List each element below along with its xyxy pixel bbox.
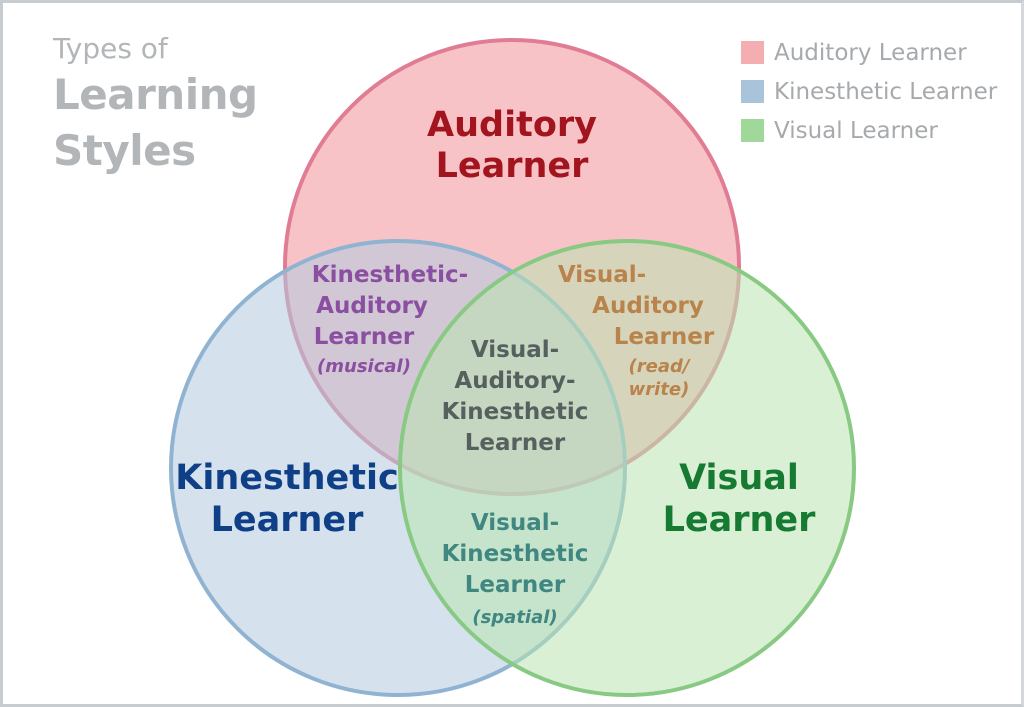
venn-diagram: Auditory Learner Kinesthetic Learner Vis… — [169, 38, 856, 697]
title-line-2: Learning — [53, 70, 258, 119]
label-vis-aud-note-1: (read/ — [629, 356, 691, 377]
label-kinesthetic-1: Kinesthetic — [175, 458, 398, 498]
label-kin-aud-note: (musical) — [317, 356, 411, 377]
label-vak-2: Auditory- — [454, 368, 575, 394]
label-kin-aud-1: Kinesthetic- — [312, 262, 468, 288]
label-vak-4: Learner — [465, 430, 566, 456]
label-vak-3: Kinesthetic — [442, 399, 589, 425]
title-line-3: Styles — [53, 126, 196, 175]
label-vis-kin-note: (spatial) — [472, 607, 557, 628]
legend: Auditory Learner Kinesthetic Learner Vis… — [741, 33, 997, 150]
legend-item-kinesthetic: Kinesthetic Learner — [741, 72, 997, 111]
legend-swatch-visual — [741, 119, 764, 142]
title-line-1: Types of — [53, 32, 168, 65]
label-auditory-2: Learner — [436, 146, 590, 186]
legend-swatch-auditory — [741, 41, 764, 64]
legend-label-kinesthetic: Kinesthetic Learner — [774, 78, 998, 105]
label-visual-2: Learner — [663, 500, 817, 540]
label-vis-kin-1: Visual- — [471, 510, 559, 536]
label-visual-1: Visual — [679, 458, 799, 498]
legend-item-auditory: Auditory Learner — [741, 33, 997, 72]
label-vis-kin-2: Kinesthetic — [442, 541, 589, 567]
label-kin-aud-3: Learner — [314, 324, 415, 350]
label-vis-aud-2: Auditory — [592, 293, 704, 319]
label-auditory-1: Auditory — [427, 105, 597, 145]
circle-visual — [398, 239, 856, 697]
label-vis-kin-3: Learner — [465, 572, 566, 598]
legend-label-visual: Visual Learner — [774, 117, 938, 144]
label-vak-1: Visual- — [471, 337, 559, 363]
legend-label-auditory: Auditory Learner — [774, 39, 967, 66]
page-title: Types of Learning Styles — [53, 31, 258, 179]
label-vis-aud-3: Learner — [614, 324, 715, 350]
label-kinesthetic-2: Learner — [211, 500, 365, 540]
legend-swatch-kinesthetic — [741, 80, 764, 103]
legend-item-visual: Visual Learner — [741, 111, 997, 150]
label-kin-aud-2: Auditory — [316, 293, 428, 319]
label-vis-aud-1: Visual- — [558, 262, 646, 288]
label-vis-aud-note-2: write) — [629, 379, 690, 400]
